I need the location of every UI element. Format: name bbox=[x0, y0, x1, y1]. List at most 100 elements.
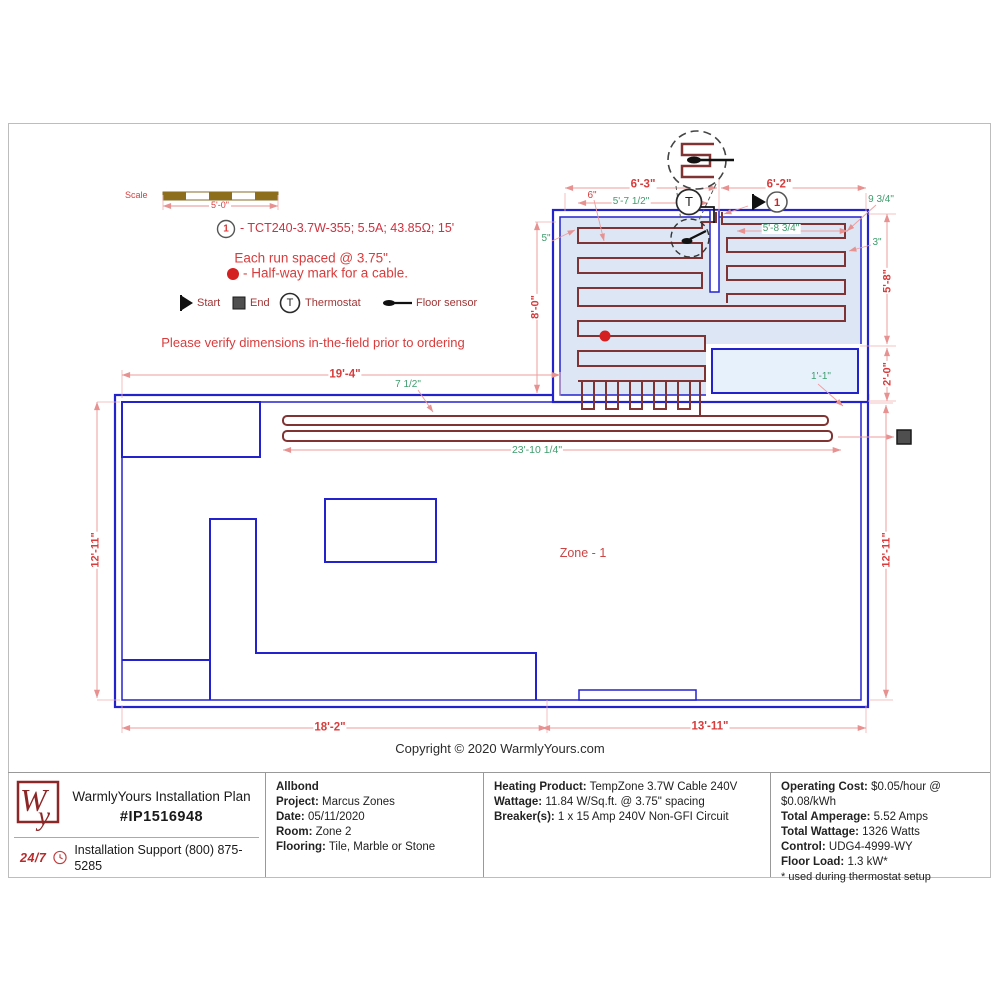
field-value: UDG4-4999-WY bbox=[825, 840, 913, 853]
spacing-note: Each run spaced @ 3.75". bbox=[234, 250, 392, 266]
main-room-fixtures bbox=[121, 401, 697, 701]
thermostat-legend-letter: T bbox=[286, 296, 294, 309]
info-row: Total Wattage: 1326 Watts bbox=[781, 825, 980, 840]
dimension-label: 23'-10 1/4" bbox=[510, 443, 564, 456]
thermostat-letter: T bbox=[685, 193, 693, 209]
footer-brand-cell: W y WarmlyYours Installation Plan #IP151… bbox=[8, 773, 265, 877]
leader-lines bbox=[417, 199, 895, 440]
dimension-label: 12'-11" bbox=[880, 531, 893, 569]
info-row: Wattage: 11.84 W/Sq.ft. @ 3.75" spacing bbox=[494, 795, 760, 810]
dimension-label: 8'-0" bbox=[529, 294, 542, 320]
field-label: Breaker(s): bbox=[494, 810, 555, 823]
logo-letter-w: W bbox=[20, 782, 50, 818]
start-legend-label: Start bbox=[197, 296, 221, 309]
dimension-label: 7 1/2" bbox=[395, 379, 421, 390]
dimension-label: 5'-7 1/2" bbox=[611, 196, 651, 207]
scale-label: Scale bbox=[125, 190, 148, 200]
field-label: Room: bbox=[276, 825, 313, 838]
start-marker-icon bbox=[752, 191, 788, 213]
halfway-note: - Half-way mark for a cable. bbox=[243, 265, 409, 281]
field-value: 05/11/2020 bbox=[304, 810, 365, 823]
dimension-label: 6'-3" bbox=[629, 178, 657, 191]
info-row: Heating Product: TempZone 3.7W Cable 240… bbox=[494, 780, 760, 795]
floor-sensor-legend-icon bbox=[383, 300, 412, 306]
info-row: Total Amperage: 5.52 Amps bbox=[781, 810, 980, 825]
start-legend-icon bbox=[180, 295, 193, 311]
dimension-label: 19'-4" bbox=[328, 368, 362, 381]
field-label: Control: bbox=[781, 840, 826, 853]
dimension-label: 3" bbox=[872, 237, 882, 248]
dimension-label: 2'-0" bbox=[881, 361, 894, 387]
end-marker bbox=[896, 429, 912, 445]
info-row: Date: 05/11/2020 bbox=[276, 810, 473, 825]
interior-wall bbox=[209, 518, 537, 700]
thermostat-legend-label: Thermostat bbox=[305, 296, 361, 309]
halfway-mark-legend-icon bbox=[227, 268, 239, 280]
cable-spec-circle bbox=[216, 219, 236, 239]
warmlyyours-logo: W y bbox=[16, 781, 60, 831]
info-row: Floor Load: 1.3 kW* bbox=[781, 855, 980, 870]
field-label: Operating Cost: bbox=[781, 781, 868, 793]
field-label: Floor Load: bbox=[781, 855, 845, 868]
info-row: Control: UDG4-4999-WY bbox=[781, 840, 980, 855]
dimension-label: 13'-11" bbox=[690, 720, 730, 733]
field-label: Project: bbox=[276, 795, 319, 808]
badge-247: 24/7 bbox=[20, 850, 47, 865]
floor-sensor-legend-label: Floor sensor bbox=[416, 296, 478, 309]
field-label: Total Amperage: bbox=[781, 810, 871, 823]
dimension-label: 6" bbox=[587, 190, 597, 201]
floor-sensor-icon bbox=[687, 156, 701, 164]
info-row: Flooring: Tile, Marble or Stone bbox=[276, 840, 473, 855]
field-value: Zone 2 bbox=[312, 825, 352, 838]
field-value: 11.84 W/Sq.ft. @ 3.75" spacing bbox=[542, 795, 705, 808]
field-label: Heating Product: bbox=[494, 781, 587, 793]
scale-value: 5'-0" bbox=[209, 200, 231, 211]
dimension-label: 1'-1" bbox=[811, 371, 831, 382]
cable-spec-number: 1 bbox=[223, 223, 229, 235]
clock-icon bbox=[53, 851, 68, 865]
plan-border bbox=[8, 123, 991, 878]
dimension-label: 5" bbox=[541, 233, 551, 244]
thermostat-legend-icon bbox=[279, 292, 301, 314]
company-name: Allbond bbox=[276, 781, 319, 793]
footer-product-cell: Heating Product: TempZone 3.7W Cable 240… bbox=[483, 773, 770, 877]
halfway-mark-dot bbox=[599, 330, 611, 342]
copyright: Copyright © 2020 WarmlyYours.com bbox=[395, 740, 605, 756]
field-label: Wattage: bbox=[494, 795, 543, 808]
field-label: Flooring: bbox=[276, 840, 326, 853]
thermostat-icon bbox=[675, 188, 715, 223]
fixture-top-left bbox=[121, 401, 261, 458]
dimension-label: 5'-8 3/4" bbox=[761, 223, 801, 234]
sensor-location-icon bbox=[681, 238, 693, 244]
field-label: Date: bbox=[276, 810, 305, 823]
field-value: $0.05/hour @ $0.08/kWh bbox=[781, 781, 941, 808]
field-value: Marcus Zones bbox=[318, 795, 395, 808]
dimension-label: 5'-8" bbox=[881, 268, 894, 294]
logo-letter-y: y bbox=[35, 801, 50, 831]
plan-id: #IP1516948 bbox=[119, 808, 204, 825]
fixture-bottom bbox=[578, 689, 697, 701]
end-legend-icon bbox=[232, 296, 246, 310]
verify-note: Please verify dimensions in-the-field pr… bbox=[161, 334, 465, 350]
dimension-label: 12'-11" bbox=[89, 531, 102, 569]
dimension-label: 18'-2" bbox=[313, 721, 347, 734]
field-value: TempZone 3.7W Cable 240V bbox=[586, 781, 738, 793]
field-value: 1 x 15 Amp 240V Non-GFI Circuit bbox=[554, 810, 729, 823]
field-value: 5.52 Amps bbox=[870, 810, 929, 823]
dimension-label: 6'-2" bbox=[765, 178, 793, 191]
end-legend-label: End bbox=[250, 296, 270, 309]
heating-cable bbox=[282, 212, 846, 442]
support-line: Installation Support (800) 875-5285 bbox=[74, 842, 243, 873]
footer-bar: W y WarmlyYours Installation Plan #IP151… bbox=[8, 772, 990, 883]
zone-label: Zone - 1 bbox=[559, 546, 607, 561]
start-number: 1 bbox=[773, 196, 781, 209]
field-value: 1326 Watts bbox=[858, 825, 920, 838]
info-row: Project: Marcus Zones bbox=[276, 795, 473, 810]
fixture-center bbox=[324, 498, 437, 563]
field-value: 1.3 kW* bbox=[844, 855, 888, 868]
info-row: Operating Cost: $0.05/hour @ $0.08/kWh bbox=[781, 780, 980, 810]
